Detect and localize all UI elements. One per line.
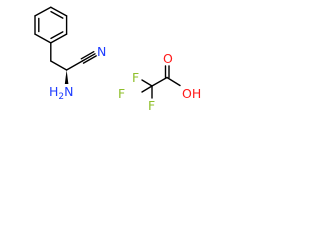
c-oh-bond (166, 76, 181, 87)
ch-cn-bond (65, 60, 84, 71)
ch2-ch-bond (50, 60, 68, 71)
cf-bond-left (141, 85, 153, 93)
hydroxyl-label: OH (182, 86, 201, 101)
amine-label: H2N (49, 84, 74, 102)
ring-bond-4 (34, 33, 52, 44)
cf3-c-bond (151, 76, 168, 87)
ring-bond-1 (50, 6, 68, 17)
amine-subscript: 2 (58, 92, 64, 102)
benzene-ring (34, 6, 68, 44)
ring-double-bond-2 (50, 31, 64, 40)
aminonitrile-molecule: N H2N (34, 6, 106, 102)
ring-bond-6 (34, 6, 52, 17)
carbonyl-oxygen-label: O (163, 51, 173, 66)
fluorine-bottom-label: F (148, 98, 155, 113)
nitrile-triple-bond (80, 51, 97, 64)
stereo-wedge-bond (64, 70, 69, 84)
fluorine-left-label: F (118, 86, 125, 101)
cf-bond-top (141, 79, 153, 87)
ring-bond-3 (50, 33, 68, 44)
structure-canvas: N H2N F F F O OH (0, 0, 245, 139)
structure-svg: N H2N F F F O OH (34, 6, 201, 113)
amine-h-label: H (49, 84, 58, 99)
ring-double-bond-1 (50, 10, 64, 19)
trifluoroacetic-acid-molecule: F F F O OH (118, 51, 201, 113)
fluorine-top-label: F (132, 70, 139, 85)
nitrile-nitrogen-label: N (97, 44, 106, 59)
amine-n-label: N (64, 84, 73, 99)
